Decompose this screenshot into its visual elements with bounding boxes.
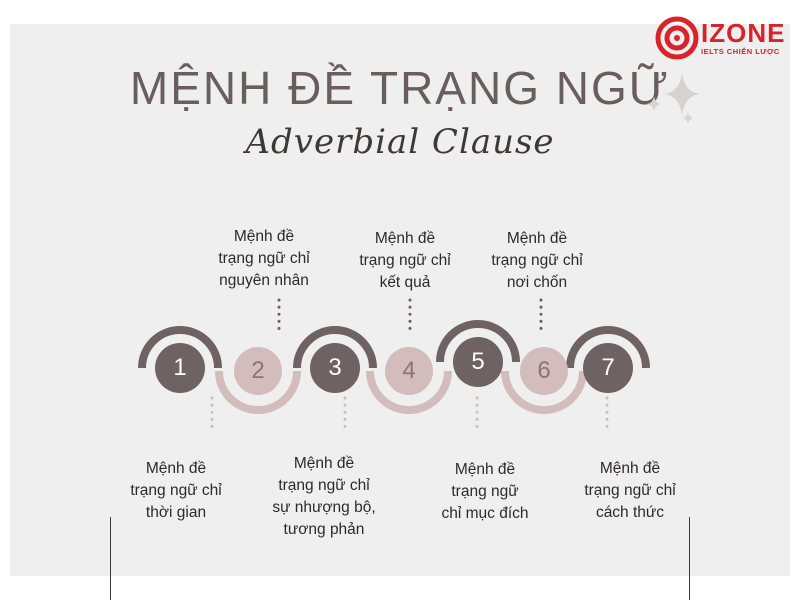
step-label-5-line-3: chỉ mục đích bbox=[441, 505, 529, 522]
step-label-2-line-1: Mệnh đề bbox=[233, 228, 295, 245]
background-panel bbox=[10, 24, 790, 576]
step-label-2: Mệnh đề trạng ngữ chỉ nguyên nhân bbox=[189, 226, 339, 292]
step-label-5: Mệnh đề trạng ngữ chỉ mục đích bbox=[410, 459, 560, 525]
step-number-6: 6 bbox=[537, 357, 551, 384]
page-title: MỆNH ĐỀ TRẠNG NGỮ bbox=[129, 62, 671, 114]
step-label-2-line-2: trạng ngữ chỉ bbox=[218, 250, 310, 267]
arc-7 bbox=[566, 326, 650, 369]
arc-3 bbox=[293, 326, 377, 369]
step-circle-5 bbox=[453, 337, 503, 387]
step-label-4-line-1: Mệnh đề bbox=[374, 230, 436, 247]
step-label-7-line-2: trạng ngữ chỉ bbox=[584, 482, 676, 499]
step-number-4: 4 bbox=[402, 357, 416, 384]
step-label-2-line-3: nguyên nhân bbox=[219, 272, 309, 289]
step-label-3-line-1: Mệnh đề bbox=[293, 455, 355, 472]
logo-name: IZONE bbox=[701, 18, 786, 48]
step-circle-3 bbox=[310, 343, 360, 393]
step-label-3: Mệnh đề trạng ngữ chỉ sự nhượng bộ, tươn… bbox=[249, 453, 399, 541]
border-line-left bbox=[110, 517, 111, 600]
step-number-7: 7 bbox=[601, 354, 615, 381]
step-label-5-line-2: trạng ngữ bbox=[451, 483, 519, 500]
step-label-3-line-2: trạng ngữ chỉ bbox=[278, 477, 370, 494]
border-line-right bbox=[689, 517, 690, 600]
step-label-3-line-3: sự nhượng bộ, bbox=[272, 499, 376, 516]
step-label-4: Mệnh đề trạng ngữ chỉ kết quả bbox=[330, 228, 480, 294]
step-number-1: 1 bbox=[173, 354, 187, 381]
step-number-2: 2 bbox=[251, 357, 265, 384]
step-label-7-line-3: cách thức bbox=[595, 504, 665, 521]
izone-logo-icon bbox=[655, 16, 699, 60]
arc-4 bbox=[366, 370, 452, 414]
step-label-1-line-2: trạng ngữ chỉ bbox=[130, 482, 222, 499]
page-subtitle: Adverbial Clause bbox=[245, 122, 555, 162]
step-label-4-line-3: kết quả bbox=[379, 274, 431, 291]
logo-tagline: IELTS CHIẾN LƯỢC bbox=[701, 47, 780, 56]
step-circle-6 bbox=[520, 347, 568, 395]
step-number-3: 3 bbox=[328, 354, 342, 381]
step-label-3-line-4: tương phản bbox=[283, 521, 365, 538]
arc-2 bbox=[215, 370, 301, 414]
step-circle-1 bbox=[155, 343, 205, 393]
step-label-6-line-1: Mệnh đề bbox=[506, 230, 568, 247]
arc-5 bbox=[436, 320, 520, 363]
step-label-1: Mệnh đề trạng ngữ chỉ thời gian bbox=[101, 458, 251, 524]
step-label-4-line-2: trạng ngữ chỉ bbox=[359, 252, 451, 269]
step-label-6-line-2: trạng ngữ chỉ bbox=[491, 252, 583, 269]
arc-1 bbox=[138, 326, 222, 369]
step-label-7: Mệnh đề trạng ngữ chỉ cách thức bbox=[555, 458, 705, 524]
step-label-6: Mệnh đề trạng ngữ chỉ nơi chốn bbox=[462, 228, 612, 294]
step-label-7-line-1: Mệnh đề bbox=[599, 460, 661, 477]
step-label-6-line-3: nơi chốn bbox=[506, 274, 568, 291]
step-circle-7 bbox=[583, 343, 633, 393]
sparkle-icon bbox=[647, 72, 700, 124]
izone-logo: IZONE IELTS CHIẾN LƯỢC bbox=[655, 16, 790, 60]
step-label-5-line-1: Mệnh đề bbox=[454, 461, 516, 478]
step-circle-4 bbox=[385, 347, 433, 395]
arc-6 bbox=[501, 370, 587, 414]
step-label-1-line-3: thời gian bbox=[145, 504, 207, 521]
step-number-5: 5 bbox=[471, 348, 485, 375]
step-circle-2 bbox=[234, 347, 282, 395]
step-label-1-line-1: Mệnh đề bbox=[145, 460, 207, 477]
